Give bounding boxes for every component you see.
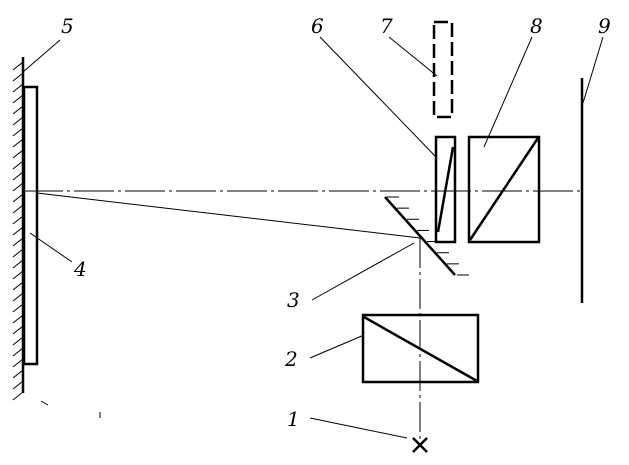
hatch-mark	[12, 105, 24, 115]
mirror-3	[384, 196, 469, 276]
label-8: 8	[530, 14, 543, 38]
hatch-mark	[12, 380, 24, 390]
hatch-mark	[12, 292, 24, 302]
hatch-mark	[12, 171, 24, 181]
hatch-mark	[12, 182, 24, 192]
hatch-mark	[12, 61, 24, 71]
label-3: 3	[287, 288, 300, 312]
hatch-mark	[12, 248, 24, 258]
hatch-mark	[12, 347, 24, 357]
hatch-mark	[12, 314, 24, 324]
hatch-mark	[12, 270, 24, 280]
label-4: 4	[73, 257, 87, 281]
hatch-mark	[12, 138, 24, 148]
label-9: 9	[598, 14, 611, 38]
label-2: 2	[284, 347, 298, 371]
hatch-mark	[12, 127, 24, 137]
wall-5	[12, 57, 25, 401]
hatch-mark	[12, 204, 24, 214]
reflected-ray	[36, 192, 421, 239]
hatch-mark	[12, 193, 24, 203]
label-7: 7	[380, 14, 393, 38]
hatch-mark	[12, 116, 24, 126]
element-7-dashed	[432, 20, 454, 119]
hatch-mark	[12, 149, 24, 159]
hatch-mark	[12, 281, 24, 291]
hatch-mark	[12, 226, 24, 236]
hatch-mark	[12, 336, 24, 346]
hatch-mark	[12, 237, 24, 247]
source-cross-icon	[412, 437, 428, 453]
stray-mark	[40, 400, 49, 406]
hatch-mark	[12, 160, 24, 170]
leader-lines	[22, 36, 604, 439]
label-5: 5	[61, 14, 74, 38]
hatch-mark	[12, 94, 24, 104]
hatch-mark	[12, 325, 24, 335]
plate-4	[22, 85, 39, 366]
hatch-mark	[12, 72, 24, 82]
hatch-mark	[12, 215, 24, 225]
hatch-mark	[12, 391, 24, 401]
label-1: 1	[287, 407, 300, 431]
hatch-mark	[12, 83, 24, 93]
hatch-mark	[12, 303, 24, 313]
hatch-mark	[12, 358, 24, 368]
label-6: 6	[311, 14, 324, 38]
hatch-mark	[12, 259, 24, 269]
wedge-6	[434, 135, 457, 244]
prism-2	[361, 313, 480, 384]
hatch-mark	[12, 369, 24, 379]
prism-8	[467, 135, 541, 244]
